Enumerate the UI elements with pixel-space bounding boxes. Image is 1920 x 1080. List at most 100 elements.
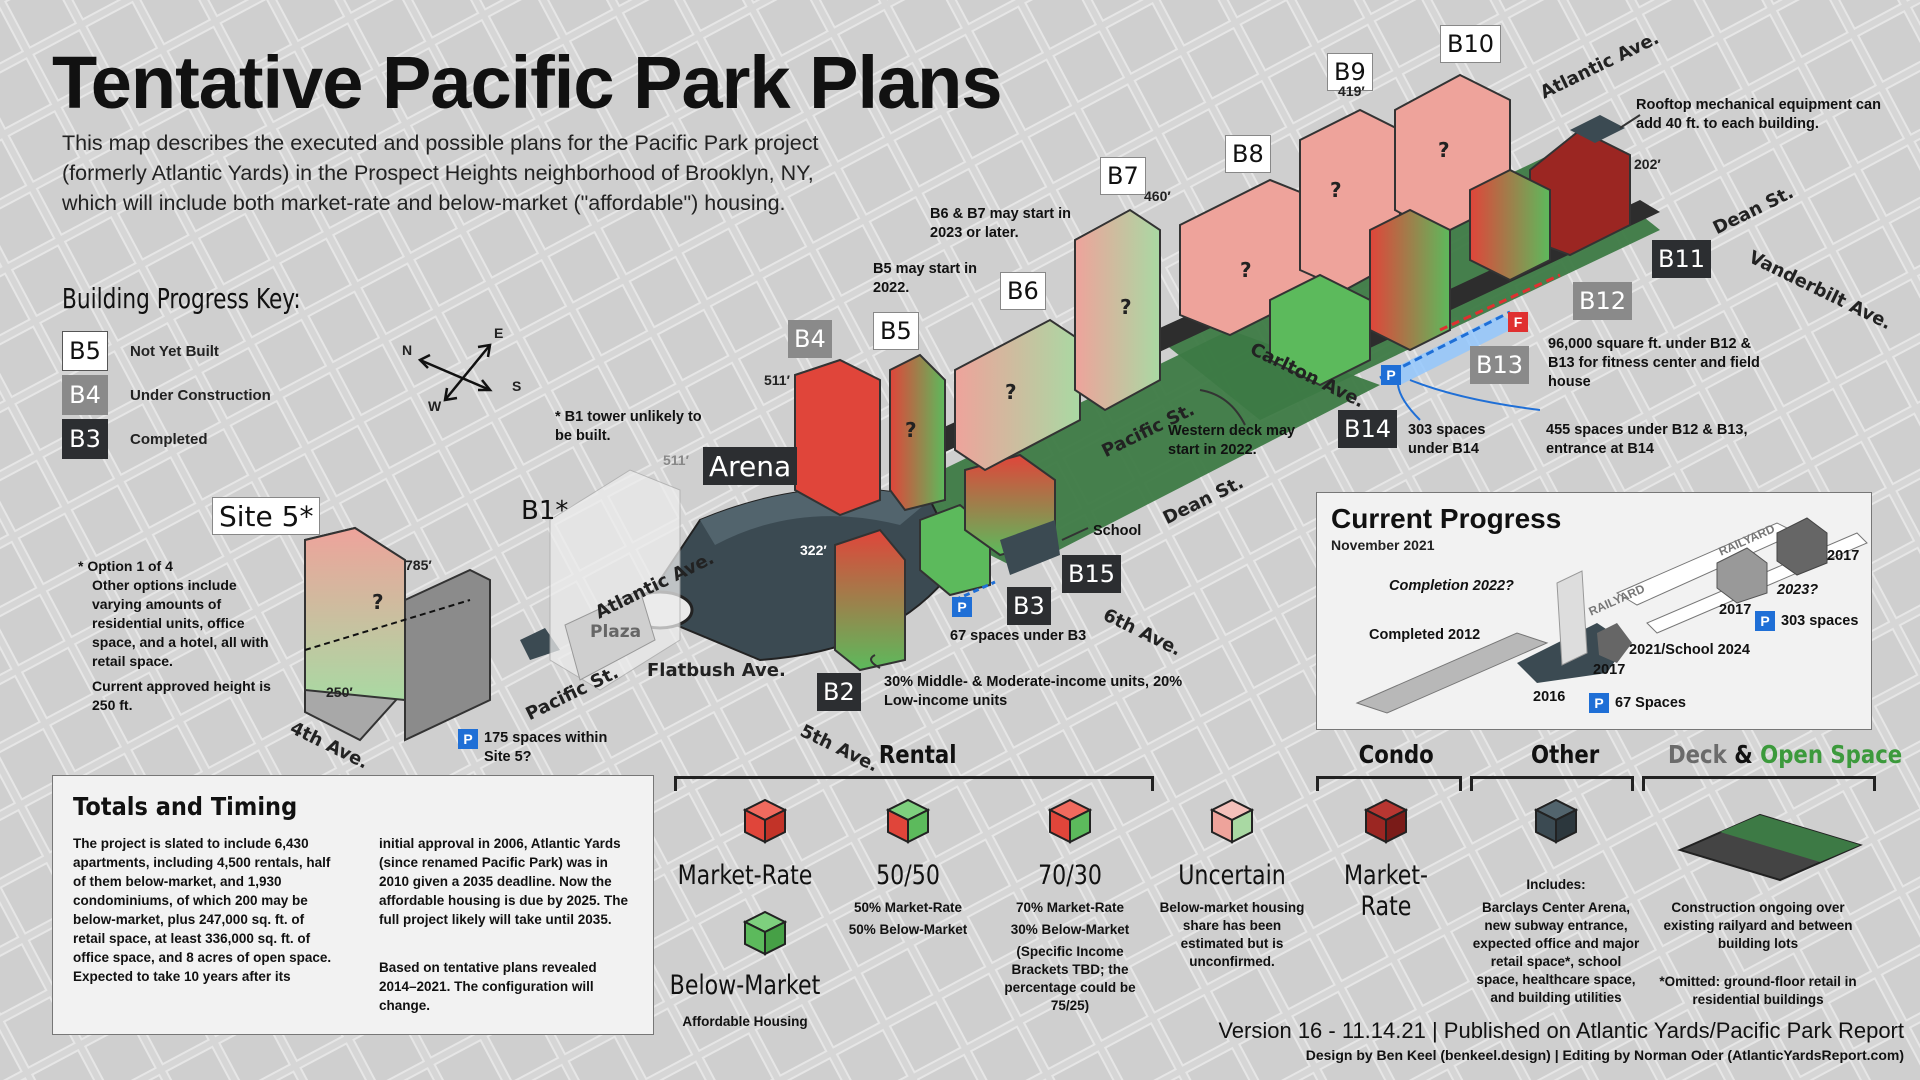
cube-market-rate [742,798,788,844]
legend-cubes [742,798,1863,956]
legend-seventy-desc1: 70% Market-Rate [1015,900,1125,915]
tag-b6: B6 [1000,272,1046,310]
q-b7: ? [1120,295,1132,319]
note-site5-height: Current approved height is 250 ft. [92,678,271,713]
legend-amp: & [1734,740,1753,769]
note-fitness: 96,000 square ft. under B12 & B13 for fi… [1548,336,1760,390]
totals-panel: Totals and Timing The project is slated … [52,775,654,1035]
parking-icon-site5: P [458,729,478,749]
q-b6: ? [1005,380,1017,404]
totals-title: Totals and Timing [73,792,298,821]
parking-line-b14 [1379,310,1511,380]
leader-b2 [870,654,881,669]
cube-other [1533,798,1579,844]
parking-strip-b14 [1380,315,1520,385]
fitness-icon-wrap: F [1508,312,1534,332]
b13-building [1369,208,1451,352]
site5-tower [304,526,406,702]
rooftop-equipment [1570,115,1625,143]
note-school: School [1093,523,1142,539]
legend-fifty-desc1: 50% Market-Rate [853,900,963,915]
progress-completion-2022: Completion 2022? [1389,578,1514,594]
progress-panel: Current Progress November 2021 Completio… [1316,492,1872,730]
legend-fifty-desc2: 50% Below-Market [848,922,968,937]
bracket-condo [1316,776,1462,791]
b6-building [954,318,1081,472]
tag-b13: B13 [1470,346,1530,384]
q-b5: ? [905,418,917,442]
progress-parking-icon-67: P [1589,693,1609,713]
note-b3-parking: 67 spaces under B3 [950,628,1087,644]
height-460: 460′ [1144,188,1171,204]
legend-below-market: Below-Market [669,970,821,1001]
progress-2017-b14: 2017 [1827,548,1860,564]
page-title: Tentative Pacific Park Plans [52,41,1003,124]
note-b1: * B1 tower unlikely to be built. [555,409,702,444]
key-row-completed: B3 Completed [62,419,208,459]
legend-seventy: 70/30 [1038,860,1102,891]
q-b8: ? [1240,258,1252,282]
height-250: 250′ [326,684,353,700]
note-b12-parking: 455 spaces under B12 & B13, entrance at … [1546,422,1748,457]
cube-fifty-fifty [885,798,931,844]
legend-seventy-note: (Specific Income Brackets TBD; the perce… [1004,944,1136,1013]
compass-e: E [494,325,504,341]
progress-b2 [1597,623,1632,663]
height-202: 202′ [1634,156,1661,172]
footer-credits: Design by Ben Keel (benkeel.design) | Ed… [1305,1047,1904,1063]
note-b6-b7: B6 & B7 may start in 2023 or later. [930,206,1072,241]
key-label-under-construction: Under Construction [130,386,271,404]
note-site5-option: * Option 1 of 4 [78,558,173,574]
tag-arena: Arena [703,447,798,485]
height-419: 419′ [1338,83,1365,99]
compass [417,343,493,402]
key-row-under-construction: B4 Under Construction [62,375,271,415]
site5-wing [404,568,491,742]
note-b2-units: 30% Middle- & Moderate-income units, 20%… [884,674,1183,709]
tag-b12: B12 [1573,282,1633,320]
progress-date: November 2021 [1331,537,1435,553]
note-western-deck: Western deck may start in 2022. [1168,423,1296,458]
progress-303-text: 303 spaces [1781,612,1859,629]
b5-building [889,353,946,512]
tag-b1: B1* [521,496,569,526]
height-785: 785′ [405,557,432,573]
parking-icon-b3-wrap: P [952,597,978,617]
leader-rooftop [1619,114,1641,129]
progress-2017-b12: 2017 [1719,602,1752,618]
tag-b3: B3 [1007,587,1051,625]
key-tag-not-built: B5 [62,331,108,371]
totals-col2b: Based on tentative plans revealed 2014–2… [379,960,597,1013]
tag-b7: B7 [1100,157,1146,195]
cube-condo [1363,798,1409,844]
q-site5: ? [372,590,384,614]
tag-b10: B10 [1440,25,1502,63]
key-row-not-built: B5 Not Yet Built [62,331,219,371]
progress-title: Current Progress [1331,503,1562,534]
parking-line-b3 [954,580,996,602]
b2-building [834,528,906,672]
plaza-area [564,589,656,681]
legend-condo-market: Market-Rate [1343,860,1429,922]
compass-n: N [402,342,413,358]
key-tag-under-construction: B4 [62,375,108,415]
tag-b15: B15 [1062,555,1122,593]
legend-other-desc: Barclays Center Arena, new subway entran… [1472,900,1640,1005]
cube-uncertain [1209,798,1255,844]
legend-market-rate: Market-Rate [677,860,813,891]
tag-b8: B8 [1225,135,1271,173]
key-label-not-built: Not Yet Built [130,342,219,360]
tag-b9: B9 [1327,53,1373,91]
tag-site5: Site 5* [212,497,321,535]
legend-includes: Includes: [1526,877,1586,892]
legend-condo: Condo [1358,740,1434,769]
b7-building [1074,208,1161,412]
note-site5: * Option 1 of 4 Other options include va… [78,557,288,715]
parking-icon-b14-wrap: P [1381,365,1407,385]
legend-other: Other [1531,740,1600,769]
note-site5-detail: Other options include varying amounts of… [92,577,269,669]
legend-affordable: Affordable Housing [682,1014,808,1029]
height-322: 322′ [800,542,827,558]
key-tag-completed: B3 [62,419,108,459]
